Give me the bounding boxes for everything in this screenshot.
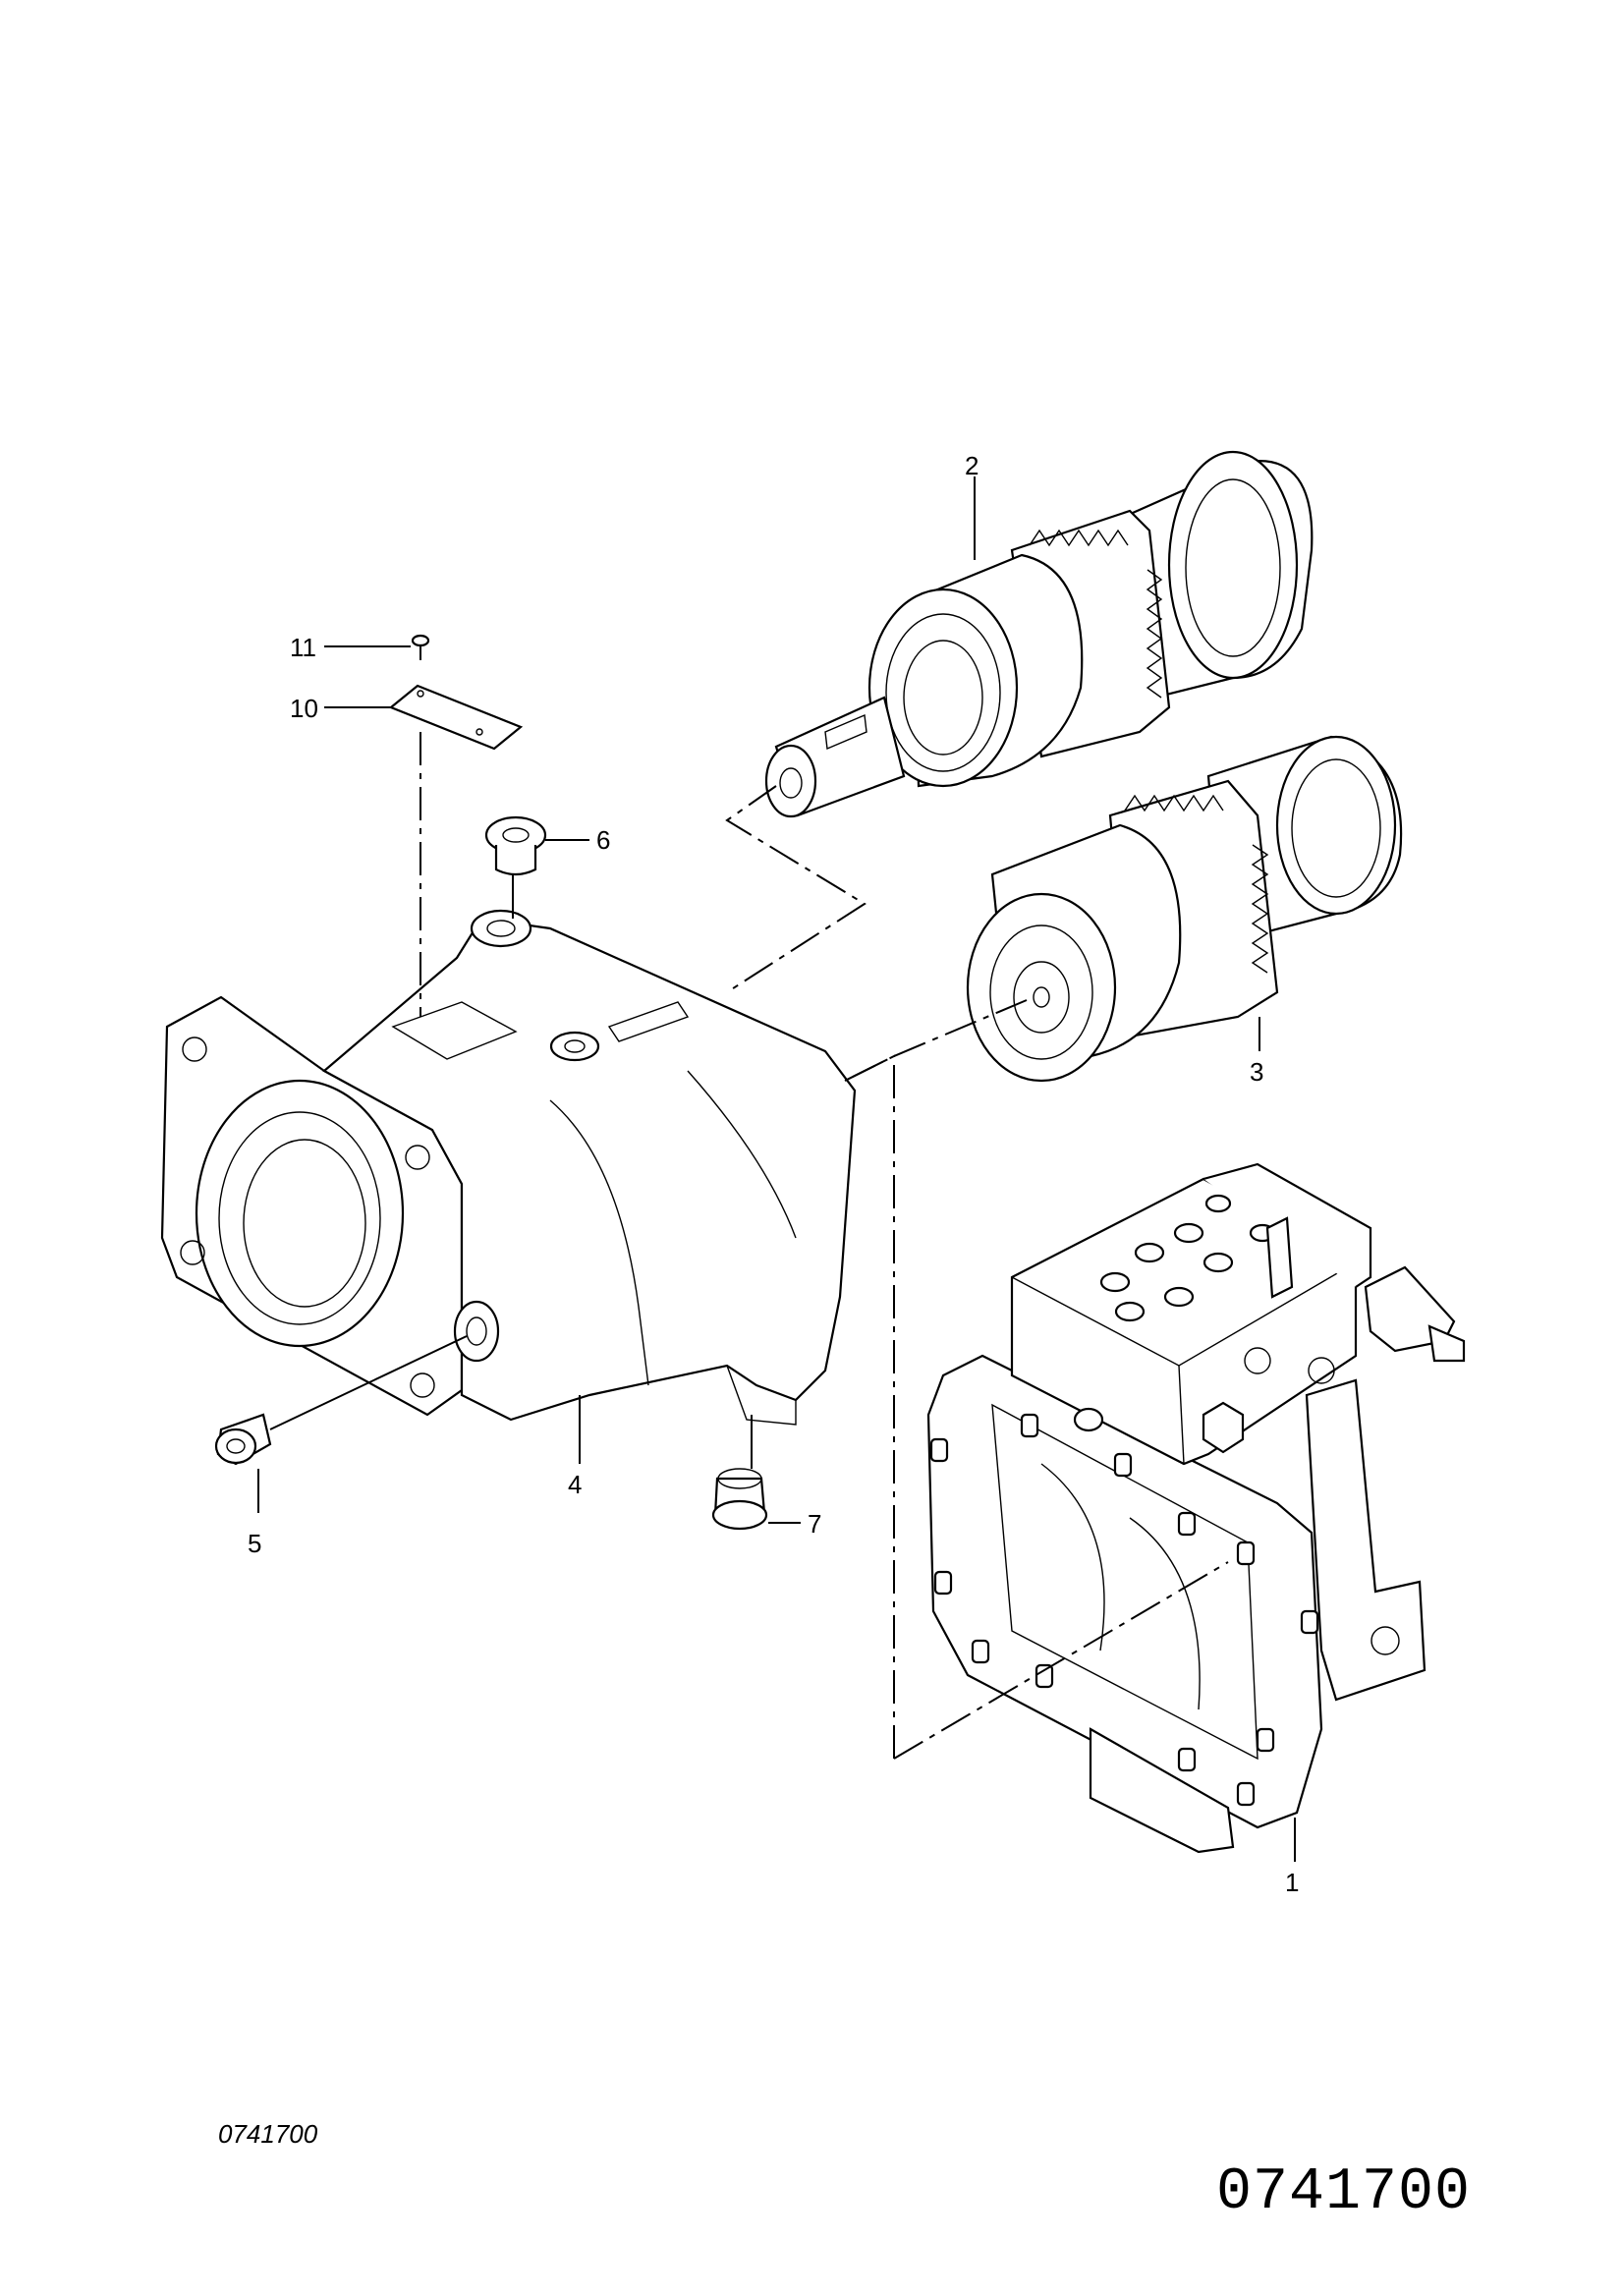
callout-7: 7 bbox=[808, 1509, 821, 1539]
callout-3: 3 bbox=[1250, 1057, 1263, 1087]
callout-5: 5 bbox=[248, 1529, 261, 1558]
callout-2: 2 bbox=[965, 451, 979, 480]
rotary-group-part-2 bbox=[764, 450, 1314, 818]
port-plate-valve-part-1 bbox=[926, 1162, 1466, 1854]
screw-part-11 bbox=[411, 634, 430, 660]
callout-4: 4 bbox=[568, 1470, 582, 1499]
motor-housing-part-4 bbox=[160, 909, 857, 1426]
callout-6: 6 bbox=[596, 825, 610, 855]
callout-1: 1 bbox=[1285, 1868, 1299, 1897]
callout-11: 11 bbox=[290, 633, 316, 662]
rotary-group-part-3 bbox=[966, 735, 1403, 1083]
name-plate-part-10 bbox=[388, 684, 524, 751]
callout-10: 10 bbox=[290, 694, 318, 723]
drawing-reference-large: 0741700 bbox=[1215, 2159, 1471, 2226]
plug-part-5 bbox=[214, 1413, 272, 1466]
plug-part-6 bbox=[484, 815, 547, 876]
drawing-reference-small: 0741700 bbox=[218, 2119, 318, 2149]
plug-part-7 bbox=[711, 1468, 768, 1531]
